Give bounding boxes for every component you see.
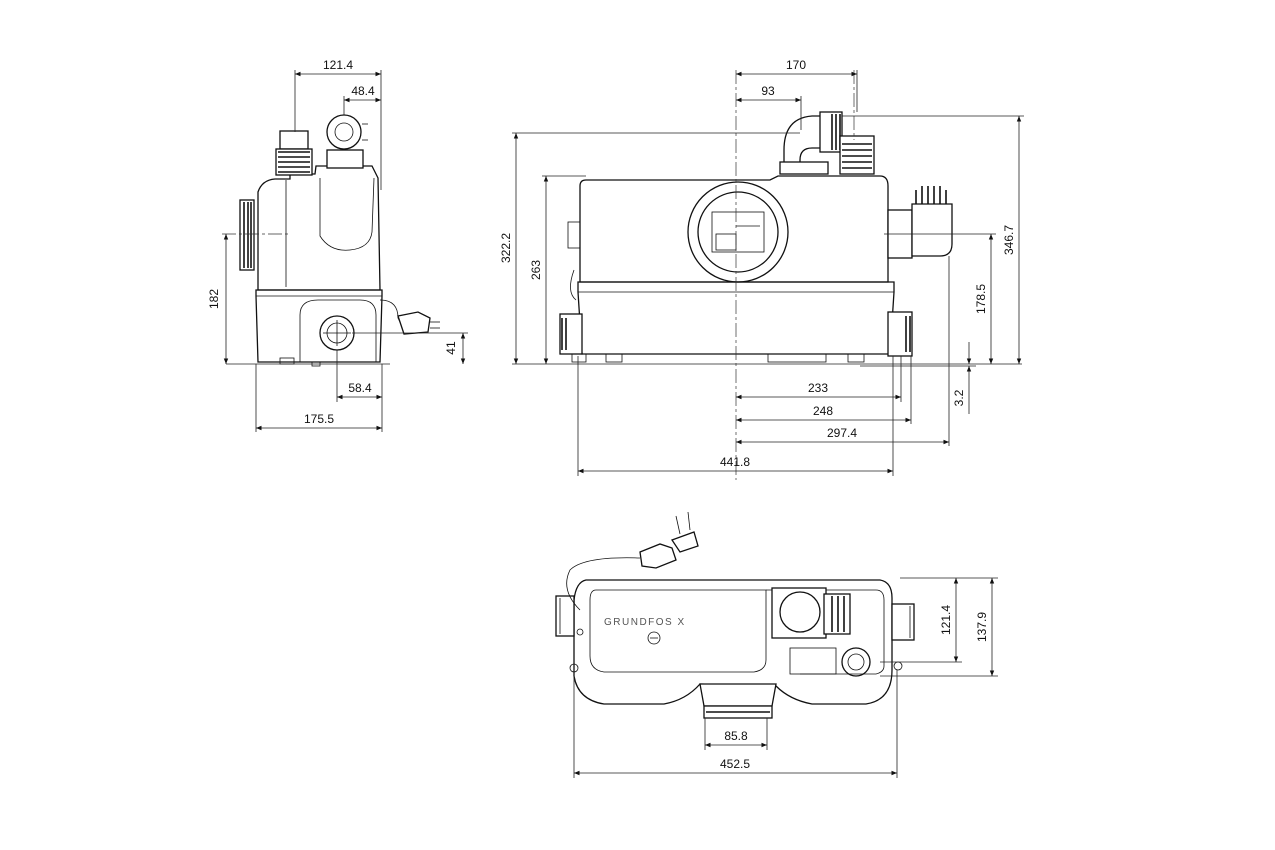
front-view: 170 93 322.2 263 346.7 178.5 3.2 233 248… xyxy=(499,58,1024,480)
side-view: 121.4 48.4 182 41 58.4 175.5 xyxy=(207,58,468,432)
dim-front-side-inlet-height: 178.5 xyxy=(974,284,988,314)
dim-front-inlet-248: 248 xyxy=(813,404,833,418)
dim-top-depth-total: 137.9 xyxy=(975,612,989,642)
dim-front-body-height: 263 xyxy=(529,260,543,280)
dim-side-inlet-height: 41 xyxy=(444,341,458,355)
dim-top-inlet-width: 85.8 xyxy=(724,729,748,743)
dim-side-height: 182 xyxy=(207,289,221,309)
dim-front-total-width: 441.8 xyxy=(720,455,750,469)
dim-side-depth: 175.5 xyxy=(304,412,334,426)
dim-front-inlet-297: 297.4 xyxy=(827,426,857,440)
dim-front-vent-offset: 93 xyxy=(761,84,775,98)
dim-side-outlet-offset: 48.4 xyxy=(351,84,375,98)
dim-front-top-offset: 170 xyxy=(786,58,806,72)
dim-front-total-height: 322.2 xyxy=(499,233,513,263)
dim-front-outlet-height: 346.7 xyxy=(1002,225,1016,255)
dim-front-foot-height: 3.2 xyxy=(952,389,966,406)
dim-side-top-width: 121.4 xyxy=(323,58,353,72)
brand-logo: GRUNDFOS X xyxy=(604,617,686,628)
dim-front-inlet-233: 233 xyxy=(808,381,828,395)
top-view: GRUNDFOS X 121.4 xyxy=(555,511,998,778)
dim-side-inlet-offset: 58.4 xyxy=(348,381,372,395)
dim-top-total-width: 452.5 xyxy=(720,757,750,771)
dim-top-depth-inner: 121.4 xyxy=(939,605,953,635)
